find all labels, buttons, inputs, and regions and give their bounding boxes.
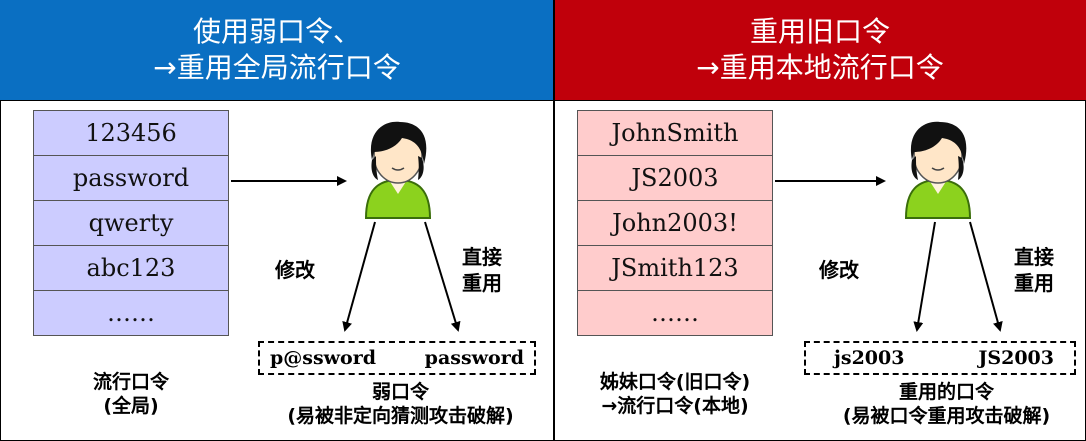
right-header-line2: →重用本地流行口令 xyxy=(696,51,944,84)
user-icon xyxy=(364,121,432,219)
right-header: 重用旧口令 →重用本地流行口令 xyxy=(554,0,1086,101)
global-popular-password-list: 123456 password qwerty abc123 …… xyxy=(33,110,229,336)
right-result-box: js2003 JS2003 xyxy=(804,341,1076,375)
list-item: John2003! xyxy=(577,201,773,246)
reused-password: password xyxy=(424,347,524,369)
left-result-caption: 弱口令 (易被非定向猜测攻击破解) xyxy=(258,380,543,428)
left-reuse-label-line1: 直接 xyxy=(462,245,502,269)
right-reuse-label-line2: 重用 xyxy=(1014,271,1054,295)
left-header: 使用弱口令、 →重用全局流行口令 xyxy=(0,0,554,101)
list-item: JSmith123 xyxy=(577,246,773,291)
left-list-caption: 流行口令 (全局) xyxy=(33,370,229,418)
list-item: JS2003 xyxy=(577,156,773,201)
right-result-caption-line2: (易被口令重用攻击破解) xyxy=(842,405,1051,427)
user-icon xyxy=(904,121,972,219)
right-list-caption-line1: 姊妹口令(旧口令) xyxy=(599,371,751,393)
right-list-caption: 姊妹口令(旧口令) →流行口令(本地) xyxy=(567,370,783,418)
left-reuse-label: 直接 重用 xyxy=(462,244,502,296)
list-item: …… xyxy=(577,291,773,336)
modified-password: p@ssword xyxy=(270,347,377,369)
right-list-caption-line2: →流行口令(本地) xyxy=(601,395,749,417)
modified-password: js2003 xyxy=(834,347,905,369)
right-result-caption-line1: 重用的口令 xyxy=(898,381,994,403)
reused-password: JS2003 xyxy=(978,347,1054,369)
right-modify-arrow xyxy=(913,221,936,332)
left-reuse-label-line2: 重用 xyxy=(462,271,502,295)
list-item: …… xyxy=(33,291,229,336)
right-modify-label: 修改 xyxy=(819,258,859,282)
list-item: qwerty xyxy=(33,201,229,246)
left-modify-arrow xyxy=(342,221,376,332)
list-item: abc123 xyxy=(33,246,229,291)
list-item: 123456 xyxy=(33,110,229,156)
left-list-caption-line2: (全局) xyxy=(103,395,159,417)
list-item: JohnSmith xyxy=(577,110,773,156)
left-reuse-arrow xyxy=(424,221,461,332)
left-result-caption-line1: 弱口令 xyxy=(371,381,429,403)
left-header-line2: →重用全局流行口令 xyxy=(153,51,401,84)
left-list-caption-line1: 流行口令 xyxy=(92,371,169,393)
right-header-line1: 重用旧口令 xyxy=(749,15,890,48)
list-item: password xyxy=(33,156,229,201)
right-reuse-label: 直接 重用 xyxy=(1014,244,1054,296)
right-result-caption: 重用的口令 (易被口令重用攻击破解) xyxy=(809,380,1084,428)
right-panel: 重用旧口令 →重用本地流行口令 JohnSmith JS2003 John200… xyxy=(554,0,1086,441)
left-result-caption-line2: (易被非定向猜测攻击破解) xyxy=(287,405,514,427)
left-modify-label: 修改 xyxy=(275,258,315,282)
sister-password-list: JohnSmith JS2003 John2003! JSmith123 …… xyxy=(577,110,773,336)
right-reuse-label-line1: 直接 xyxy=(1014,245,1054,269)
left-header-line1: 使用弱口令、 xyxy=(192,15,361,48)
left-panel: 使用弱口令、 →重用全局流行口令 123456 password qwerty … xyxy=(0,0,554,428)
panel-divider xyxy=(553,0,555,441)
right-reuse-arrow xyxy=(969,221,1003,332)
left-result-box: p@ssword password xyxy=(258,341,536,375)
